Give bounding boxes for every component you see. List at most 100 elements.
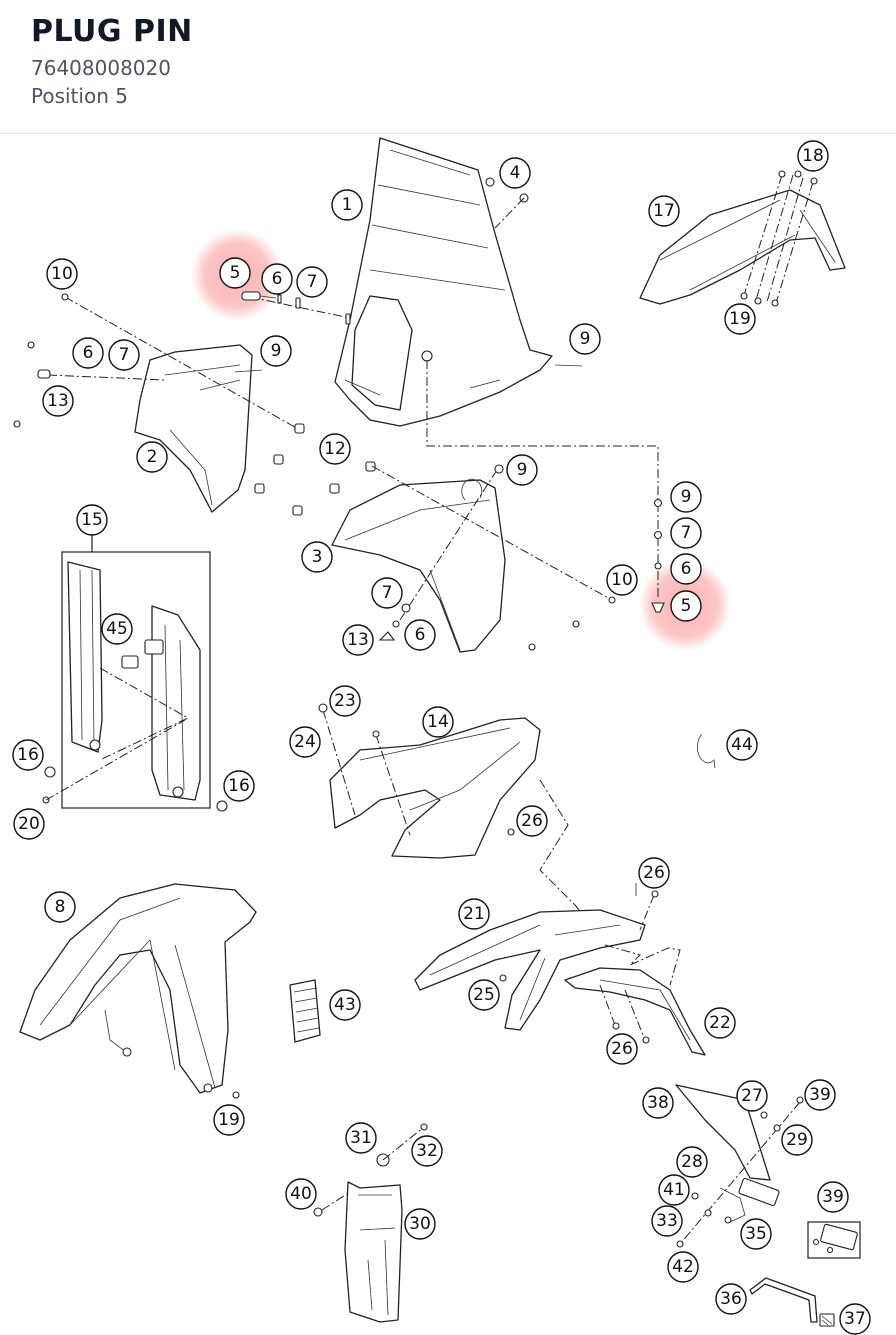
callout-37[interactable]: 37 — [839, 1303, 871, 1335]
svg-text:26: 26 — [521, 811, 543, 831]
svg-text:7: 7 — [119, 345, 130, 365]
rear-mudflap-part — [313, 1123, 428, 1323]
callout-29[interactable]: 29 — [781, 1124, 813, 1156]
callout-6-left[interactable]: 6 — [72, 337, 104, 369]
svg-text:16: 16 — [17, 745, 39, 765]
callout-5-top-highlighted[interactable]: 5 — [219, 257, 251, 289]
callout-28[interactable]: 28 — [676, 1146, 708, 1178]
callout-40[interactable]: 40 — [285, 1178, 317, 1210]
callout-7-left[interactable]: 7 — [108, 339, 140, 371]
svg-text:9: 9 — [271, 341, 282, 361]
callout-25[interactable]: 25 — [468, 979, 500, 1011]
callout-24[interactable]: 24 — [289, 726, 321, 758]
position-label: Position 5 — [31, 84, 128, 108]
callout-21[interactable]: 21 — [458, 898, 490, 930]
svg-text:42: 42 — [672, 1257, 694, 1277]
callout-22[interactable]: 22 — [704, 1007, 736, 1039]
callout-9-right[interactable]: 9 — [670, 481, 702, 513]
callout-10-left[interactable]: 10 — [46, 258, 78, 290]
svg-text:26: 26 — [643, 863, 665, 883]
strap-part-44 — [697, 733, 716, 769]
callout-19-bottom[interactable]: 19 — [213, 1104, 245, 1136]
callout-30[interactable]: 30 — [404, 1208, 436, 1240]
callout-39-bottom[interactable]: 39 — [817, 1181, 849, 1213]
callout-45[interactable]: 45 — [101, 613, 133, 645]
svg-text:7: 7 — [307, 272, 318, 292]
windscreen-part — [334, 137, 553, 427]
right-side-cover-part — [331, 464, 616, 653]
callout-38[interactable]: 38 — [642, 1087, 674, 1119]
callout-10-right[interactable]: 10 — [606, 564, 638, 596]
svg-text:23: 23 — [334, 691, 356, 711]
svg-text:9: 9 — [580, 329, 591, 349]
callout-16-right[interactable]: 16 — [223, 770, 255, 802]
svg-text:7: 7 — [681, 523, 692, 543]
callout-41[interactable]: 41 — [658, 1174, 690, 1206]
callout-6-middle[interactable]: 6 — [404, 619, 436, 651]
svg-text:4: 4 — [510, 163, 521, 183]
callout-1[interactable]: 1 — [331, 189, 363, 221]
callout-2[interactable]: 2 — [136, 441, 168, 473]
callout-14[interactable]: 14 — [422, 706, 454, 738]
callout-36[interactable]: 36 — [715, 1283, 747, 1315]
callout-9-middle[interactable]: 9 — [506, 454, 538, 486]
callout-19-top[interactable]: 19 — [724, 303, 756, 335]
fork-guard-bolts — [42, 719, 228, 812]
svg-text:6: 6 — [83, 343, 94, 363]
svg-text:30: 30 — [409, 1214, 431, 1234]
callout-26-bottom[interactable]: 26 — [606, 1033, 638, 1065]
callout-13-left[interactable]: 13 — [42, 385, 74, 417]
svg-text:16: 16 — [228, 776, 250, 796]
svg-text:15: 15 — [81, 510, 103, 530]
svg-text:22: 22 — [709, 1013, 731, 1033]
svg-text:6: 6 — [272, 269, 283, 289]
callout-32[interactable]: 32 — [411, 1135, 443, 1167]
svg-text:41: 41 — [663, 1180, 685, 1200]
grommets — [254, 454, 376, 516]
callout-8[interactable]: 8 — [44, 891, 76, 923]
svg-text:5: 5 — [681, 596, 692, 616]
callout-7-top[interactable]: 7 — [296, 266, 328, 298]
callout-27[interactable]: 27 — [736, 1080, 768, 1112]
callout-9-left[interactable]: 9 — [260, 335, 292, 367]
callout-6-right[interactable]: 6 — [670, 553, 702, 585]
part-number: 76408008020 — [31, 56, 171, 80]
callout-6-top[interactable]: 6 — [261, 263, 293, 295]
callout-16-left[interactable]: 16 — [12, 739, 44, 771]
callout-31[interactable]: 31 — [345, 1122, 377, 1154]
callout-43[interactable]: 43 — [329, 989, 361, 1021]
svg-text:40: 40 — [290, 1184, 312, 1204]
callout-18[interactable]: 18 — [797, 140, 829, 172]
callout-35[interactable]: 35 — [740, 1218, 772, 1250]
callout-17[interactable]: 17 — [648, 195, 680, 227]
callout-7-right[interactable]: 7 — [670, 517, 702, 549]
svg-text:38: 38 — [647, 1093, 669, 1113]
front-fender-part — [19, 883, 257, 1099]
left-side-cover-part — [13, 293, 305, 513]
callout-15[interactable]: 15 — [76, 504, 108, 536]
callout-12[interactable]: 12 — [319, 433, 351, 465]
callout-20[interactable]: 20 — [13, 808, 45, 840]
header: PLUG PIN 76408008020 Position 5 — [0, 0, 896, 134]
callout-44[interactable]: 44 — [726, 729, 758, 761]
callout-26-top[interactable]: 26 — [516, 805, 548, 837]
callout-9-top[interactable]: 9 — [569, 323, 601, 355]
callout-5-right-highlighted[interactable]: 5 — [670, 590, 702, 622]
callout-4[interactable]: 4 — [499, 157, 531, 189]
callout-7-middle[interactable]: 7 — [371, 577, 403, 609]
callout-13-middle[interactable]: 13 — [342, 624, 374, 656]
callout-39-top[interactable]: 39 — [804, 1079, 836, 1111]
svg-text:39: 39 — [809, 1085, 831, 1105]
bolt-small — [485, 177, 583, 367]
svg-text:10: 10 — [51, 264, 73, 284]
svg-text:31: 31 — [350, 1128, 372, 1148]
callout-23[interactable]: 23 — [329, 685, 361, 717]
svg-text:45: 45 — [106, 619, 128, 639]
callout-26-right[interactable]: 26 — [638, 857, 670, 889]
svg-text:9: 9 — [681, 487, 692, 507]
svg-text:27: 27 — [741, 1086, 763, 1106]
callout-3[interactable]: 3 — [301, 541, 333, 573]
callout-42[interactable]: 42 — [667, 1251, 699, 1283]
svg-text:7: 7 — [382, 583, 393, 603]
callout-33[interactable]: 33 — [651, 1205, 683, 1237]
